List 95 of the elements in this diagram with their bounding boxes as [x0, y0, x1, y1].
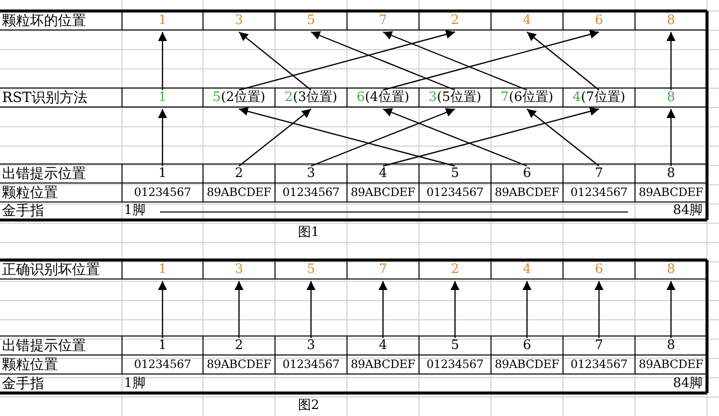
cell-text: 1 [158, 91, 167, 104]
arrow [666, 109, 676, 166]
row-header: 颗粒位置 [2, 356, 58, 374]
arrow [234, 281, 244, 338]
cell-text: 6 [522, 167, 532, 180]
arrow [310, 108, 456, 167]
arrow [522, 281, 532, 338]
cell-text: 4(7位置) [572, 91, 626, 104]
cell-text: 2(3位置) [284, 91, 338, 104]
cell-text: 5 [306, 14, 316, 27]
chip-position-text: 89ABCDEF [350, 184, 416, 201]
cell-text: 3 [234, 263, 244, 276]
pin-label: 84脚 [673, 375, 703, 393]
cell-text: 2 [450, 14, 460, 27]
arrow [158, 281, 167, 338]
cell-text: 4 [522, 14, 532, 27]
figure-caption: 图1 [298, 224, 320, 242]
cell-text: 6 [594, 263, 604, 276]
cell-text: 1 [158, 339, 167, 352]
cell-text: 2 [234, 167, 244, 180]
chip-position-text: 01234567 [570, 356, 628, 373]
row-header: 正确识别坏位置 [2, 260, 100, 279]
row-header: 出错提示位置 [2, 164, 86, 183]
chip-position-text: 89ABCDEF [206, 356, 272, 373]
chip-position-text: 01234567 [426, 356, 484, 373]
chip-position-text: 89ABCDEF [638, 356, 704, 373]
chip-position-text: 01234567 [282, 184, 340, 201]
cell-text: 1 [158, 263, 167, 276]
chip-position-text: 01234567 [282, 356, 340, 373]
cell-text: 4 [378, 167, 388, 180]
cell-text: 1 [158, 167, 167, 180]
cell-text: 8 [666, 91, 676, 104]
cell-text: 7 [594, 339, 604, 352]
cell-text: 6(4位置) [356, 91, 410, 104]
row-header: 颗粒位置 [2, 184, 58, 202]
arrow [594, 281, 604, 338]
cell-text: 5 [450, 339, 460, 352]
pin-label: 84脚 [673, 202, 703, 220]
cell-text: 3 [306, 167, 316, 180]
cell-text: 4 [378, 339, 388, 352]
cell-text: 7 [594, 167, 604, 180]
pin-label: 1脚 [124, 202, 146, 220]
arrow [382, 31, 528, 91]
cell-text: 6 [594, 14, 604, 27]
arrow [666, 32, 676, 90]
row-header: 金手指 [2, 202, 44, 220]
cell-text: 8 [666, 339, 676, 352]
cell-text: 8 [666, 167, 676, 180]
row-header: 出错提示位置 [2, 336, 86, 355]
cell-text: 1 [158, 14, 167, 27]
cell-text: 3(5位置) [428, 91, 482, 104]
arrow [310, 31, 456, 91]
cell-text: 7 [378, 263, 388, 276]
cell-text: 4 [522, 263, 532, 276]
chip-position-text: 01234567 [133, 184, 192, 201]
chip-position-text: 89ABCDEF [494, 184, 560, 201]
cell-text: 5 [306, 263, 316, 276]
arrow [666, 281, 676, 338]
chip-position-text: 89ABCDEF [494, 356, 560, 373]
row-header: 金手指 [2, 374, 44, 393]
row-header: RST识别方法 [2, 88, 88, 107]
chip-position-text: 89ABCDEF [350, 356, 416, 373]
arrow [382, 30, 600, 91]
pin-label: 1脚 [124, 375, 146, 393]
cell-text: 2 [234, 339, 244, 352]
cell-text: 5(2位置) [212, 91, 266, 104]
chip-position-text: 01234567 [570, 184, 628, 201]
arrow [238, 32, 312, 90]
cell-text: 3 [306, 339, 316, 352]
arrow [238, 108, 312, 166]
arrow [158, 109, 167, 166]
arrow [378, 281, 388, 338]
arrow [158, 32, 167, 90]
arrow [526, 32, 600, 90]
arrow [382, 106, 600, 167]
arrow [526, 108, 600, 166]
chip-position-text: 01234567 [133, 356, 192, 373]
cell-text: 8 [666, 14, 676, 27]
arrow [238, 106, 456, 167]
arrow [450, 281, 460, 338]
chip-position-text: 89ABCDEF [638, 184, 704, 201]
cell-text: 3 [234, 14, 244, 27]
cell-text: 2 [450, 263, 460, 276]
chip-position-text: 89ABCDEF [206, 184, 272, 201]
cell-text: 5 [450, 167, 460, 180]
arrow [306, 281, 316, 338]
arrow [238, 30, 456, 91]
chip-position-text: 01234567 [426, 184, 484, 201]
cell-text: 8 [666, 263, 676, 276]
cell-text: 6 [522, 339, 532, 352]
arrow [382, 108, 528, 167]
row-header: 颗粒坏的位置 [2, 12, 86, 30]
cell-text: 7 [378, 14, 388, 27]
figure-caption: 图2 [298, 397, 320, 415]
cell-text: 7(6位置) [500, 91, 554, 104]
